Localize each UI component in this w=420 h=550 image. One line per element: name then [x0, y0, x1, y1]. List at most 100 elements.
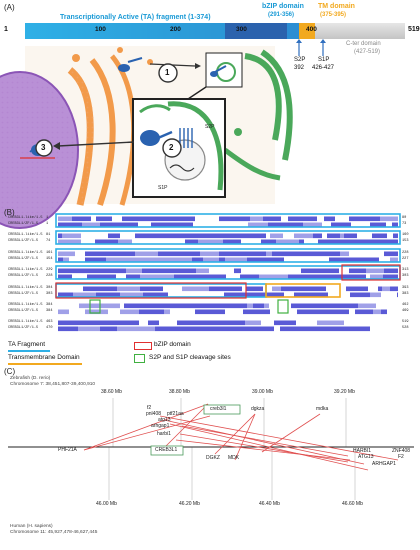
- residue-block: [163, 274, 174, 280]
- residue-block: [317, 216, 324, 222]
- residue-block: [199, 292, 224, 298]
- residue-block: [384, 251, 398, 257]
- residue-block: [158, 251, 163, 257]
- residue-block: [159, 320, 177, 326]
- residue-block: [69, 257, 85, 263]
- residue-block: [246, 286, 263, 292]
- residue-block: [157, 233, 171, 239]
- residue-block: [344, 303, 353, 309]
- legend-bzip-swatch: [134, 342, 152, 350]
- residue-block: [58, 268, 73, 274]
- legend-bzip-label: bZIP domain: [154, 341, 191, 348]
- er-membrane-2: [89, 58, 116, 206]
- sequence-end-number: 303: [402, 274, 409, 278]
- residue-block: [117, 286, 140, 292]
- sequence-end-number: 73: [402, 222, 407, 226]
- residue-block: [386, 222, 392, 228]
- legend-tm-swatch: [8, 363, 82, 365]
- gene-dgkza: dgkza: [251, 406, 265, 412]
- residue-block: [350, 292, 370, 298]
- residue-block: [92, 274, 97, 280]
- residue-block: [140, 274, 163, 280]
- residue-block: [349, 274, 353, 280]
- residue-block: [198, 286, 209, 292]
- residue-block: [216, 233, 223, 239]
- residue-block: [226, 274, 240, 280]
- sequence-name: CREB3L1/ZF/1-5: [8, 239, 39, 243]
- step-3-marker: [35, 139, 53, 157]
- residue-block: [357, 233, 372, 239]
- residue-block: [332, 233, 340, 239]
- residue-block: [274, 326, 280, 332]
- residue-block: [81, 233, 99, 239]
- residue-block: [365, 257, 374, 263]
- residue-block: [372, 233, 387, 239]
- residue-block: [58, 292, 67, 298]
- residue-block: [83, 286, 107, 292]
- residue-block: [242, 251, 254, 257]
- residue-block: [283, 233, 294, 239]
- residue-block: [252, 233, 266, 239]
- residue-block: [204, 309, 225, 315]
- residue-block: [268, 222, 284, 228]
- residue-block: [274, 320, 281, 326]
- legend-tm-label: Transmembrane Domain: [8, 354, 80, 361]
- residue-block: [370, 292, 381, 298]
- residue-block: [291, 303, 303, 309]
- sequence-start-number: 1: [46, 222, 49, 226]
- residue-block: [299, 239, 304, 245]
- creb3l1-human-box: [150, 445, 184, 456]
- s1p-position: 426-427: [312, 65, 335, 71]
- residue-block: [344, 233, 357, 239]
- tm-label: TM domain: [318, 3, 355, 10]
- residue-block: [380, 216, 398, 222]
- sequence-start-number: 384: [46, 309, 53, 313]
- residue-block: [326, 326, 343, 332]
- residue-block: [233, 326, 255, 332]
- residue-block: [164, 222, 173, 228]
- sequence-end-number: 313: [402, 268, 409, 272]
- residue-block: [139, 309, 164, 315]
- residue-block: [210, 320, 232, 326]
- top-tick-1: 38.60 Mb: [101, 389, 122, 395]
- residue-block: [261, 320, 274, 326]
- residue-block: [58, 286, 83, 292]
- residue-block: [87, 274, 92, 280]
- ta-tail-segment: [287, 23, 299, 39]
- residue-block: [185, 239, 198, 245]
- residue-block: [288, 274, 294, 280]
- residue-block: [280, 274, 288, 280]
- bottom-tick-1: 46.00 Mb: [96, 501, 117, 507]
- sequence-name: CREB3L1/ZF/1-5: [8, 326, 39, 330]
- residue-block: [203, 257, 219, 263]
- residue-block: [338, 320, 344, 326]
- residue-block: [284, 257, 296, 263]
- residue-block: [62, 326, 78, 332]
- residue-block: [269, 303, 291, 309]
- residue-block: [242, 303, 247, 309]
- residue-block: [186, 233, 195, 239]
- s2p-position: 392: [294, 65, 305, 71]
- residue-block: [205, 251, 219, 257]
- sequence-end-number: 519: [402, 320, 409, 324]
- sequence-end-number: 160: [402, 233, 409, 237]
- residue-block: [381, 292, 397, 298]
- residue-block: [223, 233, 240, 239]
- panel-b-letter: (B): [4, 208, 15, 217]
- residue-block: [280, 326, 304, 332]
- residue-block: [125, 222, 138, 228]
- bottom-tick-4: 46.60 Mb: [342, 501, 363, 507]
- residue-block: [272, 292, 284, 298]
- residue-block: [85, 251, 102, 257]
- residue-block: [276, 239, 299, 245]
- residue-block: [390, 286, 398, 292]
- bottom-tick-3: 46.40 Mb: [259, 501, 280, 507]
- residue-block: [301, 216, 317, 222]
- residue-block: [225, 309, 243, 315]
- residue-block: [364, 286, 368, 292]
- residue-block: [219, 257, 225, 263]
- gene-atg13-human: ATG13: [358, 454, 374, 460]
- residue-block: [304, 326, 326, 332]
- residue-block: [394, 268, 398, 274]
- residue-block: [143, 292, 162, 298]
